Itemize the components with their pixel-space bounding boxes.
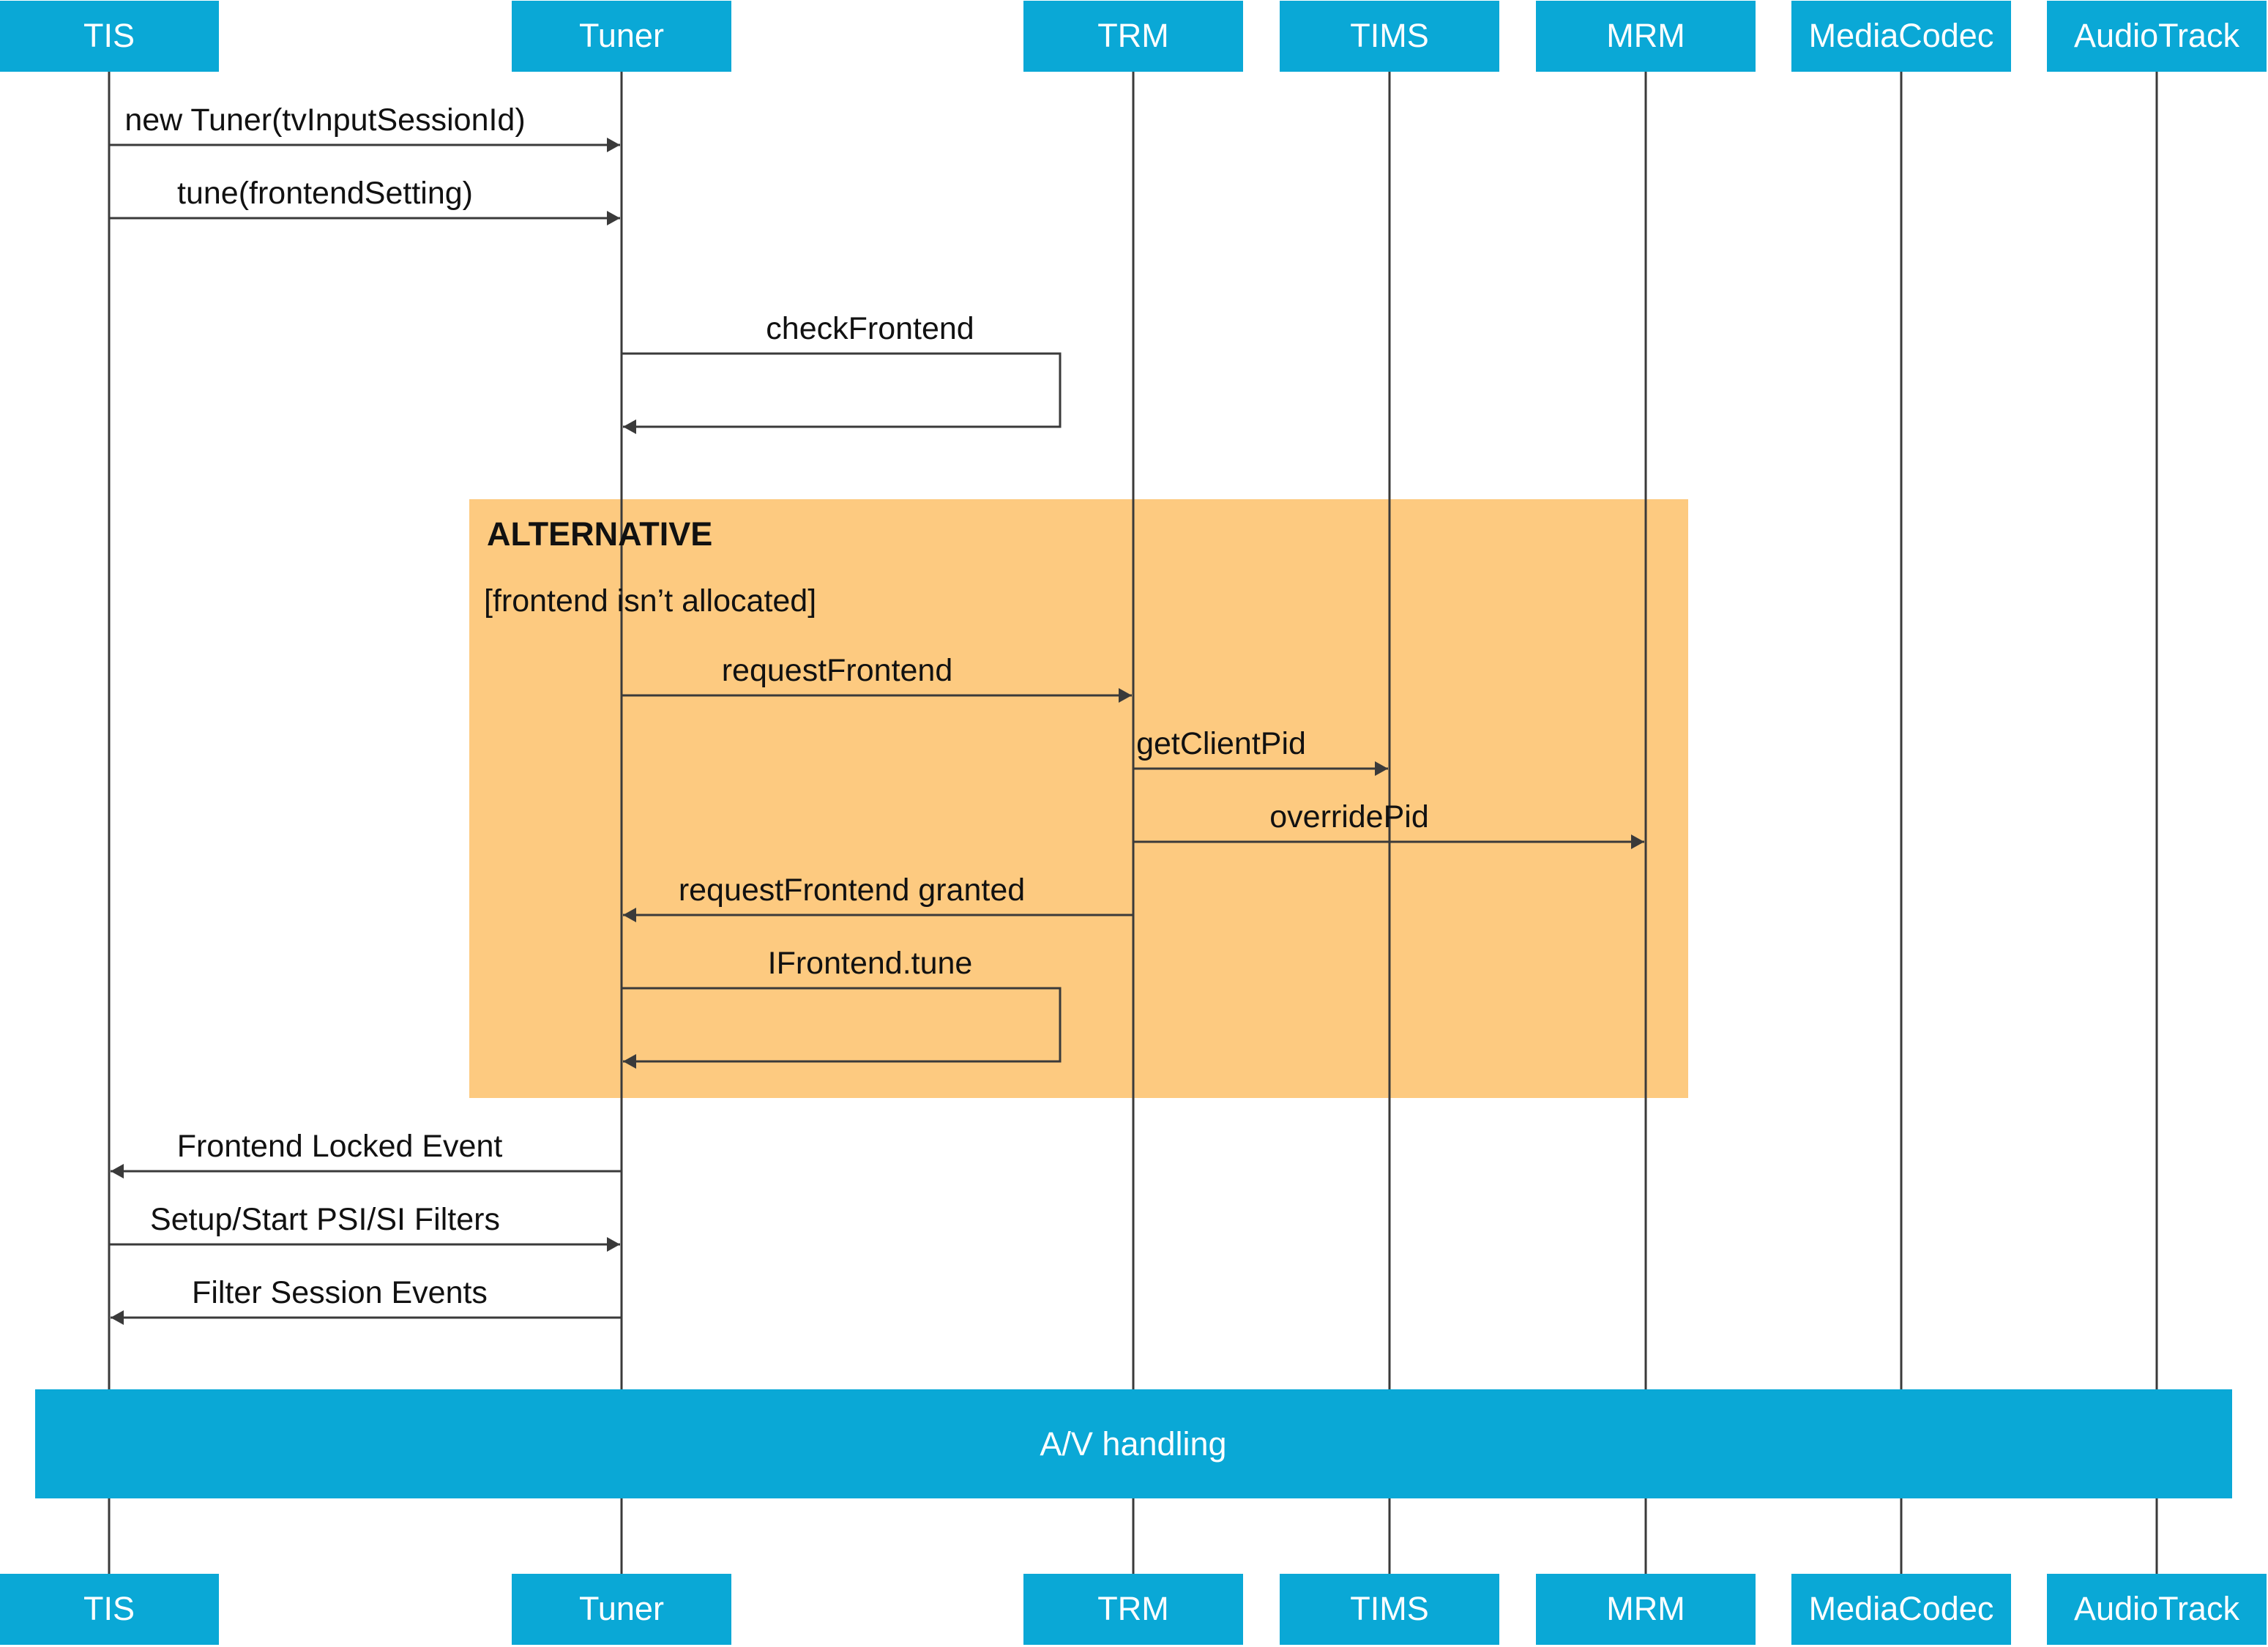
participant-box (1791, 1, 2011, 72)
message-6: overridePid (1133, 799, 1644, 849)
alternative-fragment (469, 499, 1688, 1098)
participant-label: TIS (83, 1590, 135, 1627)
participant-box (1280, 1, 1499, 72)
message-label: tune(frontendSetting) (177, 176, 473, 211)
participant-box (1536, 1574, 1756, 1645)
participant-box (1791, 1574, 2011, 1645)
arrowhead (623, 1054, 636, 1069)
message-3: checkFrontend (622, 311, 1062, 434)
participant-box (1023, 1574, 1243, 1645)
participant-tuner-top: Tuner (512, 1, 731, 72)
arrowhead (607, 138, 620, 152)
arrowhead (1631, 834, 1644, 849)
participant-label: MRM (1606, 1590, 1685, 1627)
participant-trm-bottom: TRM (1023, 1574, 1243, 1645)
av-handling-band (35, 1389, 2232, 1498)
participant-audiotrack-bottom: AudioTrack (2047, 1574, 2267, 1645)
alternative-condition: [frontend isn’t allocated] (484, 583, 816, 619)
arrowhead (623, 908, 636, 922)
arrowhead (607, 211, 620, 225)
participant-box (2047, 1574, 2267, 1645)
message-label: new Tuner(tvInputSessionId) (124, 102, 525, 138)
participant-box (1536, 1, 1756, 72)
message-9: Frontend Locked Event (111, 1129, 622, 1179)
participant-mediacodec-bottom: MediaCodec (1791, 1574, 2011, 1645)
self-message-arrow (622, 987, 1062, 1063)
self-message-arrow (622, 352, 1062, 428)
arrowhead (623, 419, 636, 434)
message-2: tune(frontendSetting) (109, 176, 620, 225)
arrowhead (607, 1237, 620, 1252)
message-4: requestFrontend (622, 653, 1132, 703)
participant-label: AudioTrack (2074, 1590, 2239, 1627)
participant-box (512, 1, 731, 72)
participant-box (0, 1, 219, 72)
participant-label: TIS (83, 17, 135, 54)
participant-box (2047, 1, 2267, 72)
arrowhead (1375, 761, 1388, 776)
participant-label: MediaCodec (1809, 1590, 1994, 1627)
message-7: requestFrontend granted (623, 873, 1133, 922)
message-label: requestFrontend (722, 653, 953, 688)
message-label: overridePid (1269, 799, 1429, 834)
participant-audiotrack-top: AudioTrack (2047, 1, 2267, 72)
arrowhead (1119, 688, 1132, 703)
message-label: Frontend Locked Event (177, 1129, 503, 1164)
message-1: new Tuner(tvInputSessionId) (109, 102, 620, 152)
message-10: Setup/Start PSI/SI Filters (109, 1202, 620, 1252)
message-label: requestFrontend granted (679, 873, 1025, 908)
participant-box (1280, 1574, 1499, 1645)
participant-trm-top: TRM (1023, 1, 1243, 72)
message-label: IFrontend.tune (768, 946, 973, 981)
participant-label: Tuner (579, 17, 664, 54)
av-handling-label: A/V handling (1040, 1425, 1226, 1463)
arrowhead (111, 1310, 124, 1325)
message-8: IFrontend.tune (622, 946, 1062, 1069)
message-label: getClientPid (1136, 726, 1306, 761)
participant-mrm-bottom: MRM (1536, 1574, 1756, 1645)
message-label: Filter Session Events (192, 1275, 488, 1310)
message-5: getClientPid (1133, 726, 1388, 776)
participant-tims-bottom: TIMS (1280, 1574, 1499, 1645)
participant-label: MediaCodec (1809, 17, 1994, 54)
alternative-title: ALTERNATIVE (487, 515, 712, 553)
message-label: Setup/Start PSI/SI Filters (150, 1202, 500, 1237)
lifelines (108, 72, 2158, 1574)
participant-label: TRM (1097, 1590, 1168, 1627)
participant-tims-top: TIMS (1280, 1, 1499, 72)
arrowhead (111, 1164, 124, 1179)
message-label: checkFrontend (766, 311, 974, 346)
participant-label: Tuner (579, 1590, 664, 1627)
participant-box (512, 1574, 731, 1645)
participant-tuner-bottom: Tuner (512, 1574, 731, 1645)
participant-mrm-top: MRM (1536, 1, 1756, 72)
participant-label: MRM (1606, 17, 1685, 54)
participant-label: AudioTrack (2074, 17, 2239, 54)
participant-mediacodec-top: MediaCodec (1791, 1, 2011, 72)
participant-tis-top: TIS (0, 1, 219, 72)
message-11: Filter Session Events (111, 1275, 622, 1325)
participant-label: TRM (1097, 17, 1168, 54)
participant-box (1023, 1, 1243, 72)
messages: new Tuner(tvInputSessionId) tune(frontend… (109, 102, 1644, 1325)
participant-box (0, 1574, 219, 1645)
participant-label: TIMS (1350, 17, 1429, 54)
participant-tis-bottom: TIS (0, 1574, 219, 1645)
participant-label: TIMS (1350, 1590, 1429, 1627)
